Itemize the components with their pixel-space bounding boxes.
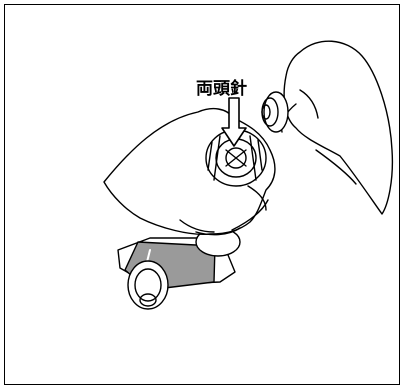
double-ended-needle-label: 両頭針	[196, 79, 247, 99]
needle-arrow	[221, 97, 247, 147]
pen-body	[117, 227, 241, 310]
needle-cap	[261, 91, 289, 133]
right-hand	[280, 40, 394, 215]
